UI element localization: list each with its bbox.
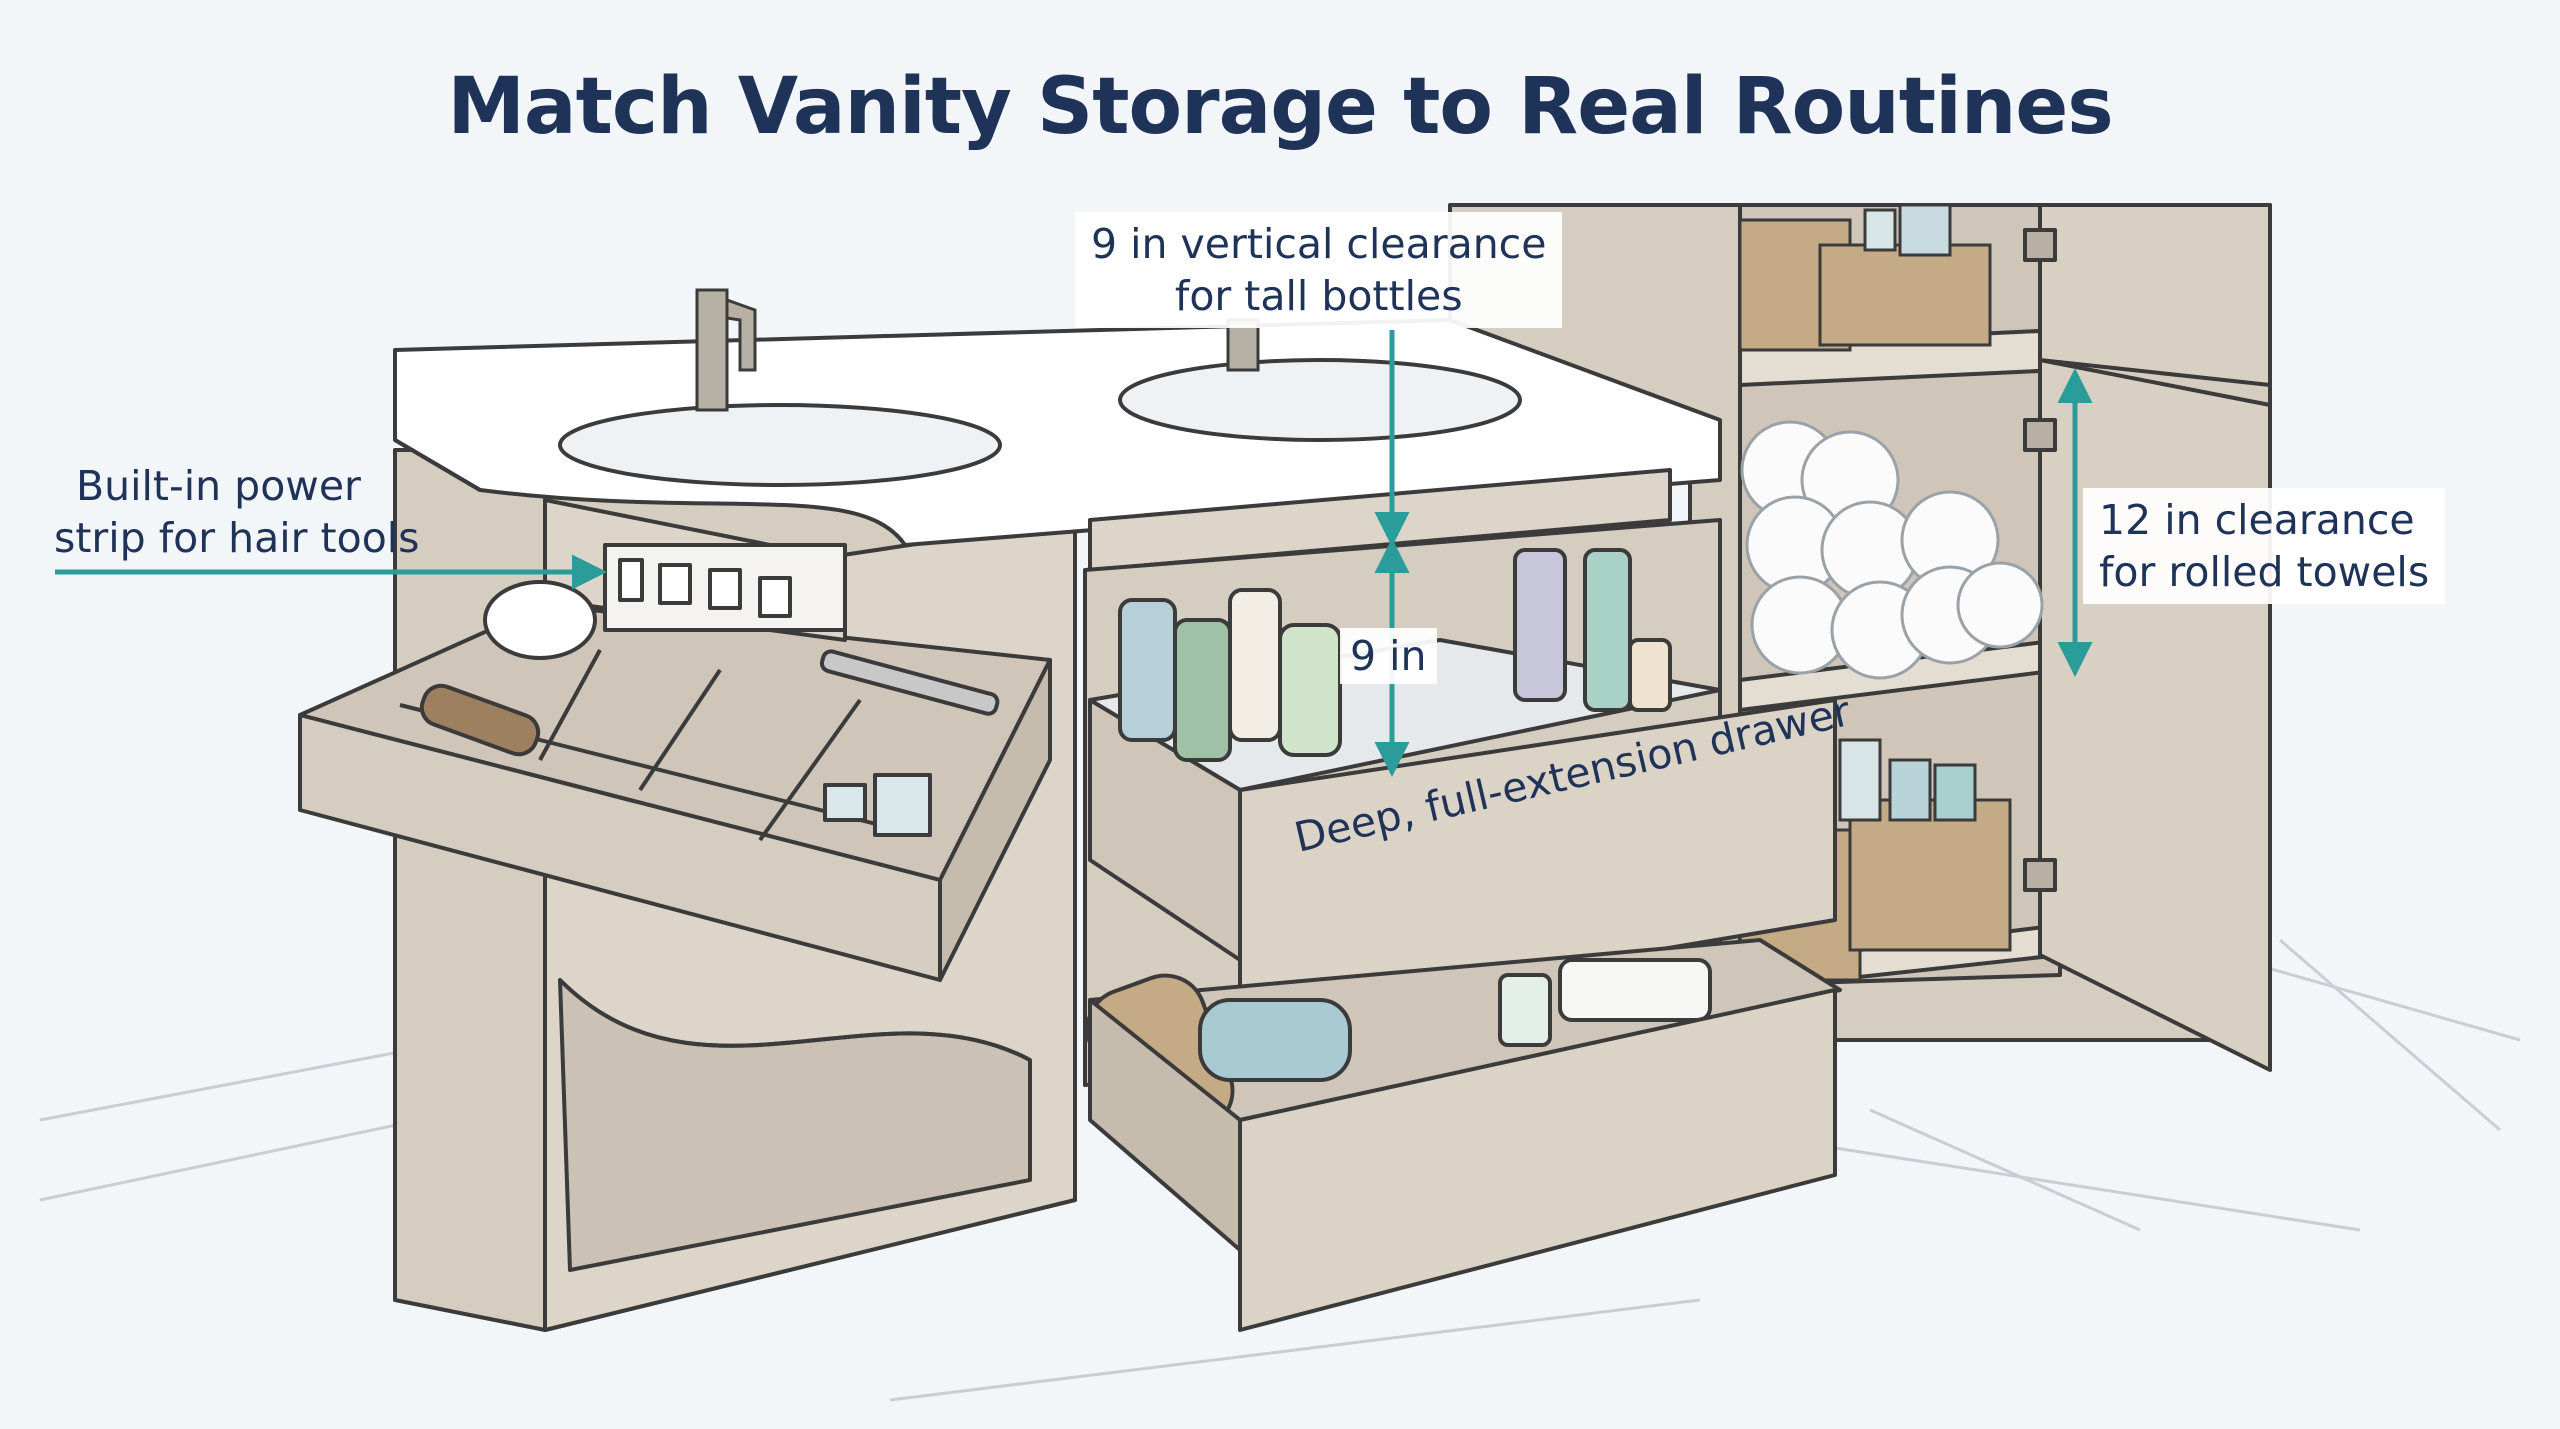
- top-baskets: [1738, 203, 1992, 352]
- vertical-clearance-label-line-1: 9 in vertical clearance: [1091, 220, 1547, 268]
- faucets: [695, 288, 1260, 412]
- rolled-towels: [1740, 420, 2044, 680]
- towel-clearance-label-line-1: 12 in clearance: [2099, 496, 2415, 544]
- vertical-clearance-label: 9 in vertical clearance for tall bottles: [1075, 212, 1563, 328]
- power-strip-label-line-2: strip for hair tools: [54, 514, 420, 562]
- power-strip-label: Built-in power strip for hair tools: [54, 460, 420, 564]
- towel-clearance-label-line-2: for rolled towels: [2099, 548, 2430, 596]
- page-title: Match Vanity Storage to Real Routines: [447, 62, 2113, 152]
- inner-clearance-label: 9 in: [1340, 628, 1437, 684]
- bottles-drawer: [1083, 518, 1837, 1087]
- vertical-clearance-label-line-2: for tall bottles: [1174, 272, 1463, 320]
- hair-tool-drawer: [298, 498, 1052, 982]
- inner-clearance-label-text: 9 in: [1350, 632, 1427, 680]
- lower-drawer: [1085, 938, 1842, 1332]
- towel-clearance-label: 12 in clearance for rolled towels: [2083, 488, 2446, 604]
- power-strip-label-line-1: Built-in power: [76, 462, 361, 510]
